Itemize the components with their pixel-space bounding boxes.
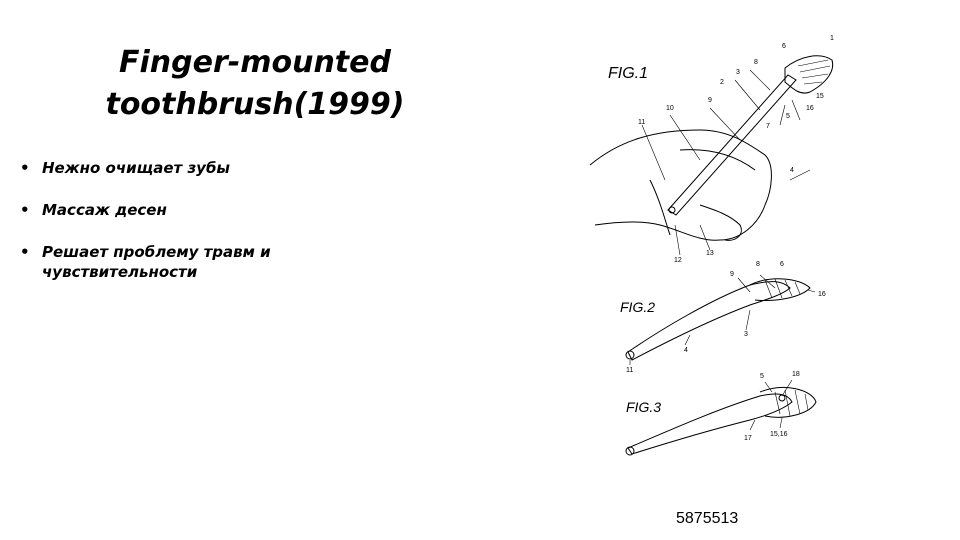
callout: 11 (626, 367, 633, 374)
bullet-list: Нежно очищает зубы Массаж десен Решает п… (20, 158, 340, 304)
patent-drawings: FIG.1 6 1 8 3 2 10 11 9 15 16 5 7 4 12 1… (589, 35, 834, 456)
callout: 4 (684, 347, 688, 354)
title-line-2: toothbrush(1999) (105, 87, 405, 122)
callout: 9 (730, 271, 734, 278)
callout: 16 (806, 105, 814, 112)
callout: 15 (816, 93, 824, 100)
bullet-item: Нежно очищает зубы (20, 158, 340, 178)
bullet-item: Массаж десен (20, 200, 340, 220)
fig3-handle (627, 393, 793, 455)
fig2-ring (625, 350, 635, 360)
fig2-bristles (764, 278, 801, 299)
fig1-brush-head (784, 55, 834, 94)
title-line-1: Finger-mounted (119, 45, 391, 80)
callout: 11 (638, 119, 645, 126)
fig1-leaders (641, 69, 811, 256)
callout: 16 (818, 291, 826, 298)
fig1-drawing: FIG.1 6 1 8 3 2 10 11 9 15 16 5 7 4 12 1… (589, 35, 834, 264)
callout: 18 (792, 371, 800, 378)
callout: 6 (780, 261, 784, 268)
callout: 6 (782, 43, 786, 50)
fig3-dot (778, 394, 786, 402)
fig3-label: FIG.3 (626, 399, 661, 415)
fig3-brush-head (759, 386, 817, 418)
finger-line (679, 149, 756, 171)
callout: 8 (756, 261, 760, 268)
fig1-label: FIG.1 (608, 65, 648, 82)
hand-outline (589, 129, 772, 241)
fig3-ring (625, 446, 635, 456)
callout: 1 (830, 35, 834, 42)
callout: 2 (720, 79, 724, 86)
callout: 3 (744, 331, 748, 338)
fig1-bristles (797, 59, 831, 85)
fig1-ring (668, 206, 676, 214)
callout: 17 (744, 435, 752, 442)
fig3-leaders (749, 379, 793, 431)
fig2-label: FIG.2 (620, 299, 655, 315)
bullet-item: Решает проблему травм и чувствительности (20, 242, 340, 282)
fig2-drawing: FIG.2 8 6 9 16 3 4 11 (620, 261, 826, 374)
callout: 9 (708, 97, 712, 104)
callout: 3 (736, 69, 740, 76)
fig2-brush-head (749, 278, 811, 301)
callout: 7 (766, 123, 770, 130)
thumb-line (699, 204, 742, 241)
callout: 13 (706, 250, 714, 257)
callout: 5 (786, 113, 790, 120)
patent-number: 5875513 (676, 510, 739, 527)
fig1-handle (667, 74, 797, 216)
callout: 15,16 (770, 431, 788, 438)
callout: 12 (674, 257, 682, 264)
fig3-drawing: FIG.3 5 18 17 15,16 (625, 371, 817, 456)
fig3-bristles (774, 389, 809, 417)
callout: 10 (666, 105, 674, 112)
callout: 4 (790, 167, 794, 174)
palm-line (649, 179, 671, 236)
fig2-leaders (629, 274, 816, 365)
callout: 5 (760, 373, 764, 380)
callout: 8 (754, 59, 758, 66)
slide-title: Finger-mounted toothbrush(1999) (60, 42, 450, 126)
fig2-handle (627, 281, 791, 361)
